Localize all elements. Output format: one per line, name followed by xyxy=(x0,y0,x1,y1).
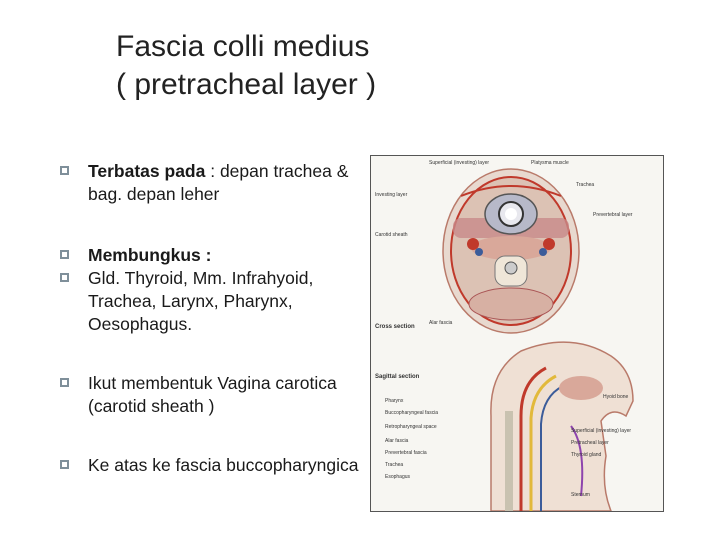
square-bullet-icon xyxy=(60,378,69,387)
label-cross-section: Cross section xyxy=(375,324,415,330)
anatomy-illustration: Superficial (investing) layer Platysma m… xyxy=(370,155,664,512)
bullet-text: Ke atas ke fascia buccopharyngica xyxy=(88,455,359,475)
bullet-bold: Terbatas pada xyxy=(88,161,206,181)
label-pretracheal: Pretracheal layer xyxy=(571,440,609,446)
bullet-text: Gld. Thyroid, Mm. Infrahyoid, Trachea, L… xyxy=(88,268,314,334)
square-bullet-icon xyxy=(60,460,69,469)
bullet-item-contents: Gld. Thyroid, Mm. Infrahyoid, Trachea, L… xyxy=(60,267,360,336)
slide-title: Fascia colli medius ( pretracheal layer … xyxy=(116,28,376,104)
bullet-item-buccopharyngica: Ke atas ke fascia buccopharyngica xyxy=(60,454,360,477)
sagittal-section-drawing xyxy=(490,341,634,512)
label-prevertebral-fascia: Prevertebral fascia xyxy=(385,450,427,456)
label-superficial: Superficial (investing) layer xyxy=(429,160,489,166)
bullet-text: : depan trachea & bag. depan leher xyxy=(88,161,349,204)
label-alar-fascia: Alar fascia xyxy=(385,438,409,444)
label-sagittal-section: Sagittal section xyxy=(375,374,420,380)
label-hyoid: Hyoid bone xyxy=(603,394,629,400)
label-alar: Alar fascia xyxy=(429,320,453,326)
square-bullet-icon xyxy=(60,273,69,282)
label-retropharyngeal: Retropharyngeal space xyxy=(385,424,437,430)
title-line-1: Fascia colli medius xyxy=(116,30,370,63)
bullet-item-membungkus: Membungkus : xyxy=(60,244,360,267)
square-bullet-icon xyxy=(60,250,69,259)
label-platysma: Platysma muscle xyxy=(531,160,569,166)
label-investing: Investing layer xyxy=(375,192,408,198)
cross-section-drawing xyxy=(442,168,580,334)
label-esophagus: Esophagus xyxy=(385,474,411,480)
label-buccopharyngeal: Buccopharyngeal fascia xyxy=(385,410,438,416)
bullet-item-terbatas: Terbatas pada : depan trachea & bag. dep… xyxy=(60,160,360,206)
label-sternum: Sternum xyxy=(571,492,590,498)
bullet-item-vagina-carotica: Ikut membentuk Vagina carotica (carotid … xyxy=(60,372,360,418)
bullet-list: Terbatas pada : depan trachea & bag. dep… xyxy=(60,160,360,477)
label-trachea-sag: Trachea xyxy=(385,462,403,468)
title-line-2: ( pretracheal layer ) xyxy=(116,68,377,101)
label-pharynx: Pharynx xyxy=(385,398,404,404)
label-superficial-sag: Superficial (investing) layer xyxy=(571,428,631,434)
label-prevertebral: Prevertebral layer xyxy=(593,212,633,218)
square-bullet-icon xyxy=(60,166,69,175)
bullet-text: Ikut membentuk Vagina carotica (carotid … xyxy=(88,373,337,416)
neck-fascia-diagram: Superficial (investing) layer Platysma m… xyxy=(375,160,634,512)
bullet-bold: Membungkus : xyxy=(88,245,212,265)
label-trachea: Trachea xyxy=(576,182,594,188)
label-carotid: Carotid sheath xyxy=(375,232,408,238)
label-thyroid: Thyroid gland xyxy=(571,452,602,458)
